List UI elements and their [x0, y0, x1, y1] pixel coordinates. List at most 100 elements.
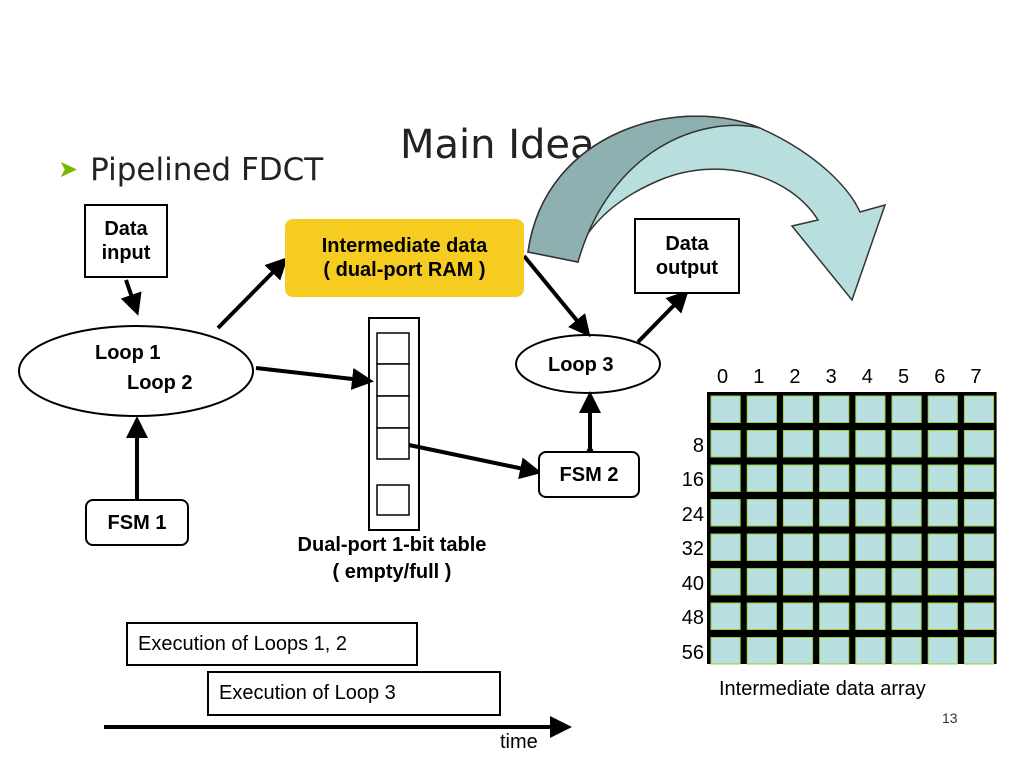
- array-cell: [782, 464, 814, 492]
- slide-title: Main Idea: [400, 122, 595, 168]
- array-cell: [927, 568, 958, 596]
- array-cell: [819, 637, 850, 665]
- array-row-label: 56: [681, 641, 704, 664]
- arrow-bullet-icon: ➤: [58, 155, 79, 183]
- bit-table: [368, 317, 420, 531]
- table-caption-line1: Dual-port 1-bit table: [297, 534, 487, 556]
- array-cell: [855, 430, 886, 458]
- array-cell: [819, 430, 850, 458]
- array-cell: [927, 637, 958, 665]
- array-cell: [927, 533, 958, 561]
- array-cell: [782, 568, 814, 596]
- arrow-loop3-to-output: [636, 290, 689, 344]
- array-cell: [746, 637, 777, 665]
- arrow-loop-to-table: [255, 366, 374, 390]
- array-col-label: 4: [861, 366, 873, 388]
- array-col-label: 6: [934, 366, 946, 388]
- page-number: 13: [942, 710, 958, 726]
- arrow-input-to-loop: [120, 279, 142, 316]
- array-cell: [891, 568, 922, 596]
- array-cell: [710, 464, 741, 492]
- big-curved-arrow: [527, 115, 887, 302]
- time-label: time: [500, 731, 538, 753]
- array-cell: [710, 568, 741, 596]
- array-cell: [782, 430, 814, 458]
- array-cell: [855, 568, 886, 596]
- array-cell: [782, 602, 814, 630]
- bullet-item: ➤ Pipelined FDCT: [58, 152, 323, 188]
- array-row-label: 16: [681, 469, 704, 491]
- array-cell: [927, 499, 958, 527]
- array-cell: [819, 395, 850, 423]
- intermediate-line2: ( dual-port RAM ): [323, 259, 486, 281]
- array-cell: [819, 464, 850, 492]
- array-cell: [746, 464, 777, 492]
- array-cell: [891, 464, 922, 492]
- array-cell: [855, 395, 886, 423]
- array-row-label: 24: [681, 503, 704, 526]
- fsm1-box: FSM 1: [85, 499, 189, 546]
- array-cell: [891, 430, 922, 458]
- array-cell: [963, 637, 995, 665]
- array-row-label: 32: [681, 538, 704, 560]
- array-cell: [891, 533, 922, 561]
- array-cell: [855, 464, 886, 492]
- array-col-label: 3: [825, 366, 837, 388]
- table-caption-line2: ( empty/full ): [332, 561, 452, 583]
- array-cell: [746, 395, 777, 423]
- array-caption: Intermediate data array: [719, 678, 926, 700]
- array-cell: [963, 395, 995, 423]
- exec-loops12-box: Execution of Loops 1, 2: [126, 622, 418, 666]
- arrow-ram-to-loop3: [522, 254, 591, 338]
- table-caption: Dual-port 1-bit table ( empty/full ): [262, 532, 522, 586]
- array-cell: [927, 464, 958, 492]
- array-cell: [782, 637, 814, 665]
- array-cell: [746, 533, 777, 561]
- array-cell: [927, 395, 958, 423]
- array-cell: [710, 533, 741, 561]
- array-row-label: 40: [681, 572, 704, 595]
- array-cell: [710, 430, 741, 458]
- loop12-ellipse: [18, 325, 254, 417]
- array-cell: [891, 637, 922, 665]
- exec-loop3-box: Execution of Loop 3: [207, 671, 501, 716]
- array-grid: [707, 392, 997, 665]
- array-cell: [710, 602, 741, 630]
- array-cell: [963, 533, 995, 561]
- array-cell: [891, 395, 922, 423]
- array-col-label: 1: [753, 366, 765, 388]
- array-row-label: 48: [681, 607, 704, 629]
- array-row-label: 8: [692, 434, 704, 457]
- array-col-label: 5: [898, 366, 910, 388]
- array-cell: [963, 602, 995, 630]
- array-cell: [963, 464, 995, 492]
- loop1-label: Loop 1: [95, 342, 161, 364]
- array-cell: [891, 499, 922, 527]
- arrow-loop-to-ram: [216, 257, 288, 330]
- array-cell: [746, 602, 777, 630]
- array-cell: [963, 499, 995, 527]
- array-cell: [855, 499, 886, 527]
- data-output-box: Data output: [634, 218, 740, 294]
- array-col-label: 0: [717, 366, 729, 388]
- array-cell: [782, 395, 814, 423]
- array-cell: [819, 602, 850, 630]
- array-cell: [710, 637, 741, 665]
- array-cell: [782, 533, 814, 561]
- bullet-text: Pipelined FDCT: [90, 152, 324, 188]
- array-cell: [927, 602, 958, 630]
- array-cell: [891, 602, 922, 630]
- array-cell: [782, 499, 814, 527]
- array-cell: [963, 430, 995, 458]
- array-cell: [746, 430, 777, 458]
- array-cell: [819, 568, 850, 596]
- array-col-label: 2: [789, 366, 801, 388]
- loop3-label: Loop 3: [548, 354, 614, 376]
- array-cell: [710, 395, 741, 423]
- loop2-label: Loop 2: [127, 372, 193, 394]
- fsm2-box: FSM 2: [538, 451, 640, 498]
- intermediate-line1: Intermediate data: [321, 235, 488, 257]
- array-cell: [819, 499, 850, 527]
- array-cell: [746, 499, 777, 527]
